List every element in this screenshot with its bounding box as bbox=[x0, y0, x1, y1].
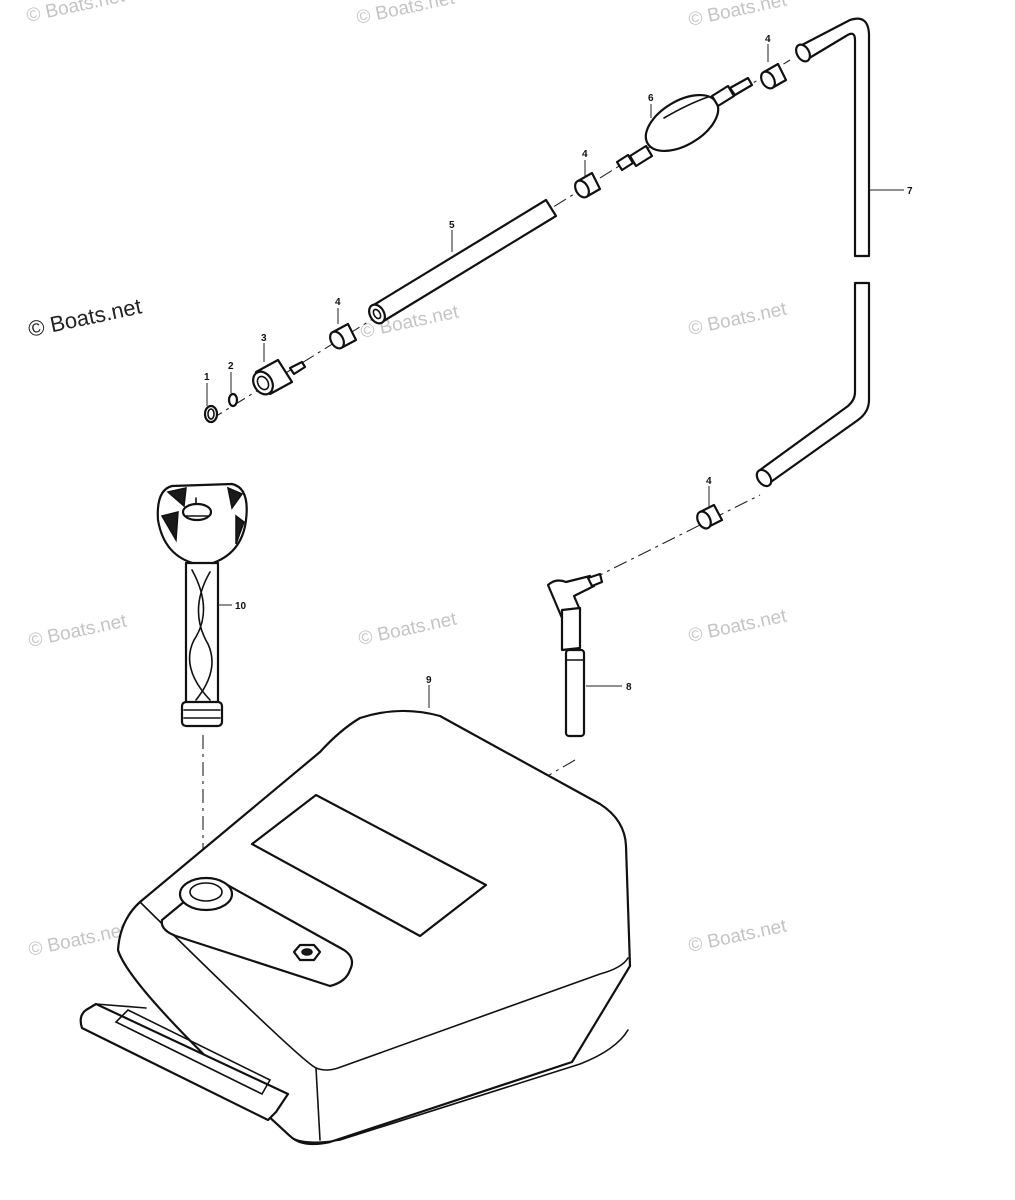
callout-10: 10 bbox=[235, 601, 247, 612]
callout-8: 8 bbox=[626, 682, 632, 693]
watermark: © Boats.net bbox=[357, 609, 459, 650]
connector-barb bbox=[288, 360, 307, 376]
hose-clamp-part[interactable] bbox=[694, 503, 724, 531]
tank-filler-opening bbox=[189, 882, 223, 902]
tank-base-edge bbox=[289, 1029, 629, 1144]
watermark: © Boats.net bbox=[687, 606, 789, 647]
quick-connector-part[interactable] bbox=[249, 358, 307, 398]
callout-4: 4 bbox=[582, 149, 588, 160]
callout-1: 1 bbox=[204, 372, 210, 383]
fuel-tank-part[interactable] bbox=[79, 709, 632, 1146]
callout-9: 9 bbox=[426, 675, 432, 686]
seal-ring bbox=[227, 392, 239, 408]
tank-corner-edge bbox=[315, 1067, 321, 1141]
watermark: © Boats.net bbox=[25, 0, 127, 27]
callout-2: 2 bbox=[228, 361, 234, 372]
gauge-slots bbox=[160, 486, 245, 545]
tank-outline bbox=[116, 709, 632, 1146]
pickup-tube bbox=[564, 648, 586, 738]
gauge-thread-fitting bbox=[180, 700, 224, 728]
hose-clamp-part[interactable] bbox=[327, 322, 358, 351]
hose-end bbox=[368, 303, 386, 325]
lower-connector-axis bbox=[589, 494, 761, 581]
callout-7: 7 bbox=[907, 186, 913, 197]
tank-label-panel bbox=[250, 793, 488, 938]
fuel-pickup-part[interactable] bbox=[546, 572, 604, 738]
bent-fuel-hose-part[interactable] bbox=[754, 17, 871, 489]
gauge-float-wire bbox=[195, 571, 213, 701]
fuel-gauge-part[interactable] bbox=[156, 482, 248, 728]
watermark: © Boats.net bbox=[27, 611, 129, 652]
hose-clamp-part[interactable] bbox=[758, 62, 788, 91]
clamp-end bbox=[760, 70, 776, 90]
tank-handle-recess bbox=[114, 1009, 272, 1096]
callout-3: 3 bbox=[261, 333, 267, 344]
o-ring-inner bbox=[207, 408, 215, 420]
hose-upper-end bbox=[795, 43, 811, 63]
clamp-end bbox=[329, 330, 345, 350]
watermark: © Boats.net bbox=[687, 299, 789, 340]
bulb-outlet-barb bbox=[728, 76, 754, 97]
bulb-highlight bbox=[663, 96, 709, 119]
gauge-cap bbox=[181, 502, 213, 522]
tank-top-edge bbox=[139, 901, 629, 1071]
callout-6: 6 bbox=[648, 93, 654, 104]
tank-handle-edge bbox=[95, 1003, 147, 1009]
callout-5: 5 bbox=[449, 220, 455, 231]
hose-body bbox=[370, 198, 558, 324]
o-ring-part[interactable] bbox=[203, 404, 219, 424]
bulb-outlet-neck bbox=[710, 84, 736, 108]
watermark: © Boats.net bbox=[355, 0, 457, 29]
hose-lower-end bbox=[755, 468, 773, 488]
pickup-barb bbox=[586, 572, 604, 588]
hose-upper-segment bbox=[798, 17, 871, 258]
seal-part[interactable] bbox=[227, 392, 239, 408]
gauge-head bbox=[156, 482, 248, 566]
watermark: © Boats.net bbox=[687, 0, 789, 31]
gauge-knob bbox=[185, 497, 209, 517]
bulb-inlet-neck bbox=[628, 144, 654, 168]
callout-labels: 1 2 3 4 5 4 6 4 7 4 8 9 10 bbox=[204, 34, 913, 693]
clamp-end bbox=[696, 510, 712, 530]
hose-bore bbox=[372, 308, 382, 320]
watermark: © Boats.net bbox=[27, 920, 129, 961]
tank-outlet-hole bbox=[301, 948, 313, 956]
callout-4: 4 bbox=[765, 34, 771, 45]
tank-carry-handle bbox=[79, 1002, 290, 1122]
clamp-end bbox=[574, 179, 590, 199]
connector-bore bbox=[256, 375, 270, 391]
callout-leaders bbox=[206, 44, 904, 708]
watermark: © Boats.net bbox=[687, 916, 789, 957]
pickup-elbow bbox=[546, 574, 596, 620]
callout-4: 4 bbox=[706, 476, 712, 487]
o-ring-outer bbox=[203, 404, 219, 424]
copyright-notice: © Boats.net bbox=[26, 293, 144, 341]
primer-bulb-part[interactable] bbox=[615, 76, 754, 172]
pickup-fitting bbox=[560, 606, 582, 652]
hose-clamp-part[interactable] bbox=[572, 171, 602, 200]
callout-4: 4 bbox=[335, 297, 341, 308]
fuel-hose-part[interactable] bbox=[366, 198, 558, 326]
